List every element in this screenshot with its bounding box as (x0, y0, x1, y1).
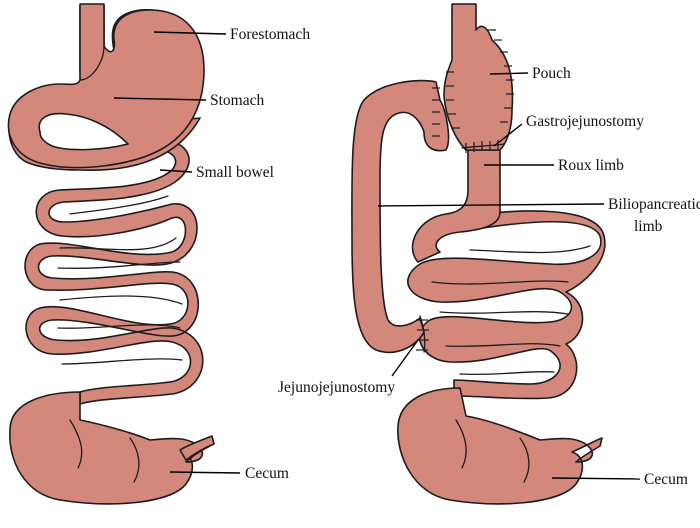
leader-left-cecum (169, 471, 241, 474)
leader-small-bowel (159, 169, 193, 173)
right-pouch-staple-line (446, 29, 514, 129)
label-biliopancreatic-line1: Biliopancreatic (608, 196, 700, 213)
label-jejunojejunostomy: Jejunojejunostomy (278, 379, 395, 396)
leader-pouch (489, 72, 529, 75)
right-cecum-fold-2 (519, 437, 530, 483)
left-stomach-notch (38, 112, 129, 151)
right-bowel-fold-1 (469, 245, 591, 254)
right-panel-roux-en-y (351, 3, 606, 505)
left-bowel-fold-6 (61, 358, 183, 365)
left-bowel-fold-1 (69, 195, 169, 215)
label-small-bowel: Small bowel (196, 164, 274, 181)
right-jj-anastomosis (419, 315, 426, 353)
left-bowel-fold-3 (57, 261, 181, 269)
right-small-bowel (407, 210, 606, 400)
leader-lines (113, 31, 641, 480)
right-bowel-fold-5 (459, 370, 555, 376)
left-panel-normal-anatomy (7, 3, 215, 505)
label-roux-limb: Roux limb (558, 157, 624, 174)
leader-forestomach (153, 31, 227, 35)
left-cecum (9, 391, 213, 505)
left-cecum-fold-1 (69, 419, 83, 469)
label-biliopancreatic-line2: limb (634, 218, 663, 235)
right-gj-sutures (465, 140, 499, 153)
leader-biliopancreatic (377, 203, 605, 207)
right-cecum (397, 387, 603, 505)
right-bowel-fold-2 (431, 280, 569, 285)
leader-stomach (113, 97, 207, 101)
label-right-cecum: Cecum (644, 471, 688, 488)
right-roux-limb (411, 149, 501, 263)
left-cecum-fold-2 (129, 437, 140, 483)
leader-jejunojejunostomy (391, 339, 419, 377)
label-forestomach: Forestomach (230, 26, 310, 43)
right-jj-sutures (416, 319, 429, 351)
right-remnant-staple-line (432, 87, 440, 137)
label-left-cecum: Cecum (245, 465, 289, 482)
left-forestomach-boundary (79, 45, 105, 81)
right-cecum-fold-1 (455, 419, 467, 469)
left-bowel-fold-2 (59, 237, 177, 251)
left-appendix (179, 435, 215, 461)
right-bowel-fold-4 (445, 343, 561, 347)
right-bowel-fold-3 (439, 311, 569, 315)
leader-right-cecum (551, 477, 641, 480)
label-pouch: Pouch (532, 65, 571, 82)
right-pouch (443, 3, 514, 151)
left-bowel-fold-4 (59, 295, 183, 305)
leader-gastrojejunostomy (493, 123, 523, 147)
label-gastrojejunostomy: Gastrojejunostomy (526, 113, 644, 130)
labels: Forestomach Stomach Small bowel Cecum Po… (196, 26, 700, 488)
right-biliopancreatic-limb (351, 79, 450, 354)
left-bowel-fold-5 (57, 324, 181, 329)
label-stomach: Stomach (210, 92, 264, 109)
left-small-bowel (24, 137, 204, 405)
